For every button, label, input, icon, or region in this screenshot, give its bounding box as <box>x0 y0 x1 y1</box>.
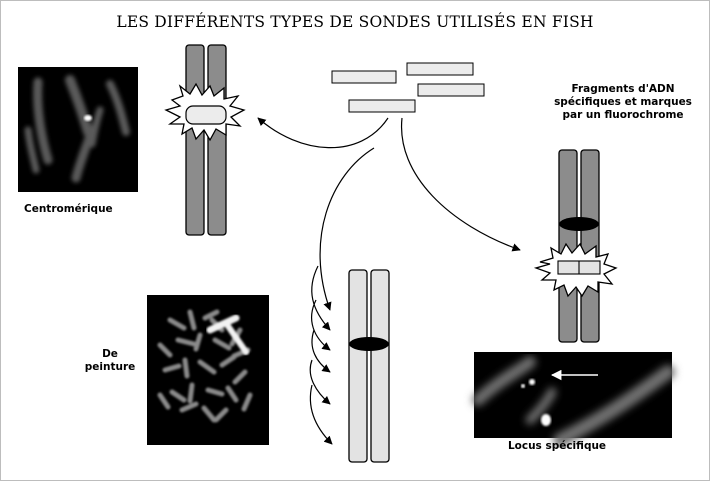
fragments-label-line2: spécifiques et marques <box>554 96 692 108</box>
arrows <box>257 117 521 445</box>
fragments-label-line1: Fragments d'ADN <box>571 83 675 95</box>
painting-chromosome <box>348 269 390 463</box>
dna-fragments <box>331 62 485 113</box>
painting-label: De peinture <box>80 348 140 374</box>
fragments-label-line3: par un fluorochrome <box>562 109 684 121</box>
locus-micrograph <box>472 352 675 447</box>
locus-chromosome <box>533 149 618 343</box>
diagram-title: LES DIFFÉRENTS TYPES DE SONDES UTILISÉS … <box>116 13 594 31</box>
fragments-label: Fragments d'ADN spécifiques et marques p… <box>548 83 698 122</box>
painting-label-line2: peinture <box>84 361 136 373</box>
painting-label-line1: De <box>102 348 118 360</box>
painting-micrograph <box>147 295 269 445</box>
locus-label: Locus spécifique <box>507 440 607 452</box>
centromeric-label: Centromérique <box>24 203 113 215</box>
centromeric-micrograph <box>18 67 138 192</box>
centromeric-chromosome <box>164 44 246 236</box>
